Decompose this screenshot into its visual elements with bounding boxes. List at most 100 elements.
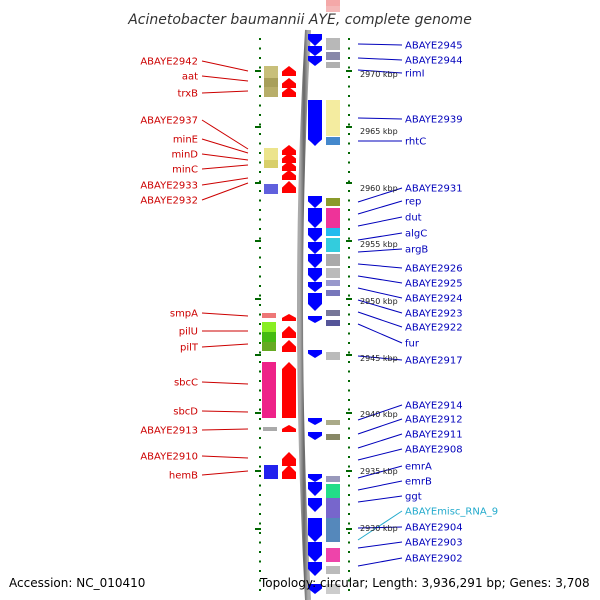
feature-box <box>326 6 340 12</box>
right-gene-label[interactable]: ABAYE2944 <box>405 56 463 67</box>
right-gene-label[interactable]: ABAYEmisc_RNA_9 <box>405 507 498 518</box>
tick-mark <box>259 142 261 145</box>
tick-mark <box>259 104 261 107</box>
feature-box <box>262 322 276 332</box>
right-gene-label[interactable]: ABAYE2926 <box>405 264 463 275</box>
left-gene-label[interactable]: hemB <box>169 471 198 482</box>
right-connector <box>357 57 403 61</box>
tick-mark <box>348 123 350 126</box>
right-connector <box>357 200 403 215</box>
right-gene-label[interactable]: ABAYE2923 <box>405 309 463 320</box>
left-gene-labels: ABAYE2942 aat trxB ABAYE2937 minE minD minC ABA… <box>140 57 199 482</box>
right-gene-label[interactable]: rhtC <box>405 137 426 148</box>
tick-mark <box>348 465 350 468</box>
tick-mark <box>348 66 350 69</box>
feature-box <box>326 420 340 425</box>
major-tick <box>255 528 261 530</box>
forward-gene-arrow <box>282 465 296 479</box>
tick-mark <box>348 266 350 268</box>
right-connector <box>357 187 403 203</box>
right-gene-label[interactable]: dut <box>405 213 422 224</box>
right-gene-label[interactable]: ABAYE2931 <box>405 184 463 195</box>
left-gene-label[interactable]: ABAYE2910 <box>140 452 198 463</box>
right-gene-label[interactable]: ABAYE2914 <box>405 401 463 412</box>
major-tick <box>346 182 352 184</box>
left-gene-label[interactable]: minD <box>171 150 198 161</box>
tick-mark <box>259 304 261 306</box>
feature-box <box>326 290 340 296</box>
tick-mark <box>348 389 350 392</box>
left-gene-label[interactable]: smpA <box>170 309 198 320</box>
tick-mark <box>259 199 261 202</box>
tick-mark <box>348 199 350 202</box>
left-gene-label[interactable]: sbcC <box>174 378 198 389</box>
right-gene-label[interactable]: rimI <box>405 69 425 80</box>
left-gene-label[interactable]: ABAYE2937 <box>140 116 198 127</box>
right-gene-label[interactable]: ABAYE2922 <box>405 323 463 334</box>
right-connector <box>357 232 403 241</box>
left-gene-label[interactable]: ABAYE2913 <box>140 426 198 437</box>
feature-box <box>264 78 278 87</box>
right-gene-label[interactable]: algC <box>405 229 427 240</box>
right-gene-label[interactable]: emrA <box>405 462 432 473</box>
tick-mark <box>259 180 261 183</box>
left-gene-label[interactable]: trxB <box>177 89 198 100</box>
feature-box <box>326 352 340 360</box>
right-connector <box>357 263 403 269</box>
left-connector <box>201 90 249 94</box>
left-connector <box>201 343 249 348</box>
reverse-gene-arrow <box>308 474 322 482</box>
right-gene-label[interactable]: argB <box>405 245 428 256</box>
tick-mark <box>348 513 350 515</box>
right-gene-label[interactable]: ABAYE2945 <box>405 41 463 52</box>
tick-mark <box>259 399 261 401</box>
tick-mark <box>348 256 350 259</box>
left-gene-label[interactable]: aat <box>182 72 198 83</box>
right-gene-label[interactable]: ABAYE2912 <box>405 415 463 426</box>
right-connector <box>357 287 403 299</box>
forward-gene-arrow <box>282 87 296 97</box>
left-gene-label[interactable]: ABAYE2942 <box>140 57 198 68</box>
feature-box <box>326 498 340 518</box>
right-gene-label[interactable]: ggt <box>405 492 422 503</box>
major-tick <box>346 70 352 72</box>
right-connector <box>357 480 403 491</box>
reverse-gene-arrow <box>308 542 322 562</box>
kbp-label: 2935 kbp <box>360 467 398 476</box>
right-gene-label[interactable]: ABAYE2939 <box>405 115 463 126</box>
reverse-gene-arrow <box>308 34 322 46</box>
left-gene-label[interactable]: minE <box>173 135 198 146</box>
forward-gene-arrow <box>282 181 296 193</box>
right-gene-label[interactable]: emrB <box>405 477 432 488</box>
reverse-gene-arrow <box>308 498 322 512</box>
left-gene-label[interactable]: ABAYE2933 <box>140 181 198 192</box>
kbp-label: 2930 kbp <box>360 524 398 533</box>
kbp-label: 2940 kbp <box>360 410 398 419</box>
tick-mark <box>259 456 261 458</box>
right-gene-label[interactable]: ABAYE2917 <box>405 356 463 367</box>
feature-box <box>326 137 340 145</box>
right-gene-label[interactable]: ABAYE2902 <box>405 554 463 565</box>
right-gene-label[interactable]: ABAYE2911 <box>405 430 463 441</box>
right-connector <box>357 510 403 541</box>
major-tick <box>255 182 261 184</box>
reverse-gene-arrow <box>308 46 322 56</box>
major-tick <box>346 126 352 128</box>
right-gene-label[interactable]: ABAYE2908 <box>405 445 463 456</box>
major-tick <box>346 470 352 472</box>
right-gene-label[interactable]: ABAYE2904 <box>405 523 463 534</box>
right-gene-label[interactable]: ABAYE2924 <box>405 294 463 305</box>
tick-mark <box>259 133 261 135</box>
right-gene-label[interactable]: fur <box>405 339 420 350</box>
right-gene-label[interactable]: rep <box>405 197 421 208</box>
tick-mark <box>259 285 261 287</box>
right-gene-label[interactable]: ABAYE2903 <box>405 538 463 549</box>
right-gene-label[interactable]: ABAYE2925 <box>405 279 463 290</box>
left-gene-label[interactable]: minC <box>172 165 198 176</box>
left-gene-label[interactable]: sbcD <box>173 407 198 418</box>
left-gene-label[interactable]: pilT <box>180 343 199 354</box>
tick-mark <box>348 142 350 145</box>
left-gene-label[interactable]: pilU <box>179 327 198 338</box>
tick-mark <box>348 560 350 563</box>
left-gene-label[interactable]: ABAYE2932 <box>140 196 198 207</box>
